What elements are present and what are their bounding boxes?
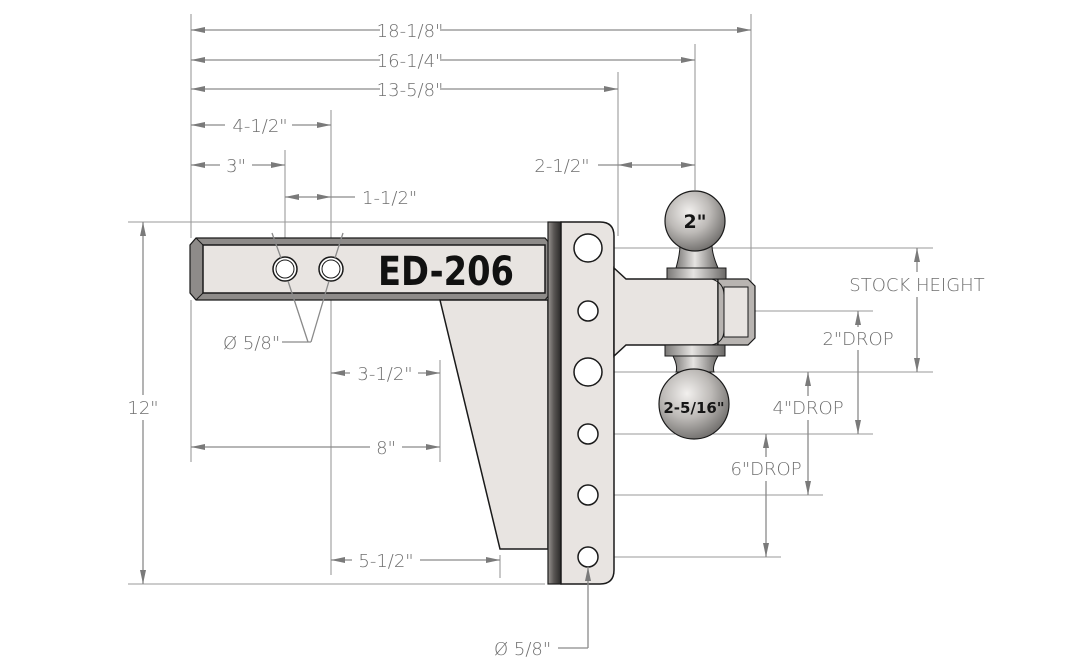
ball-2-5-16-inch: 2-5/16": [658, 344, 730, 440]
mount-hole-6: [577, 546, 599, 568]
dim-shank-exposed: 3-1/2": [331, 364, 440, 385]
svg-text:12": 12": [127, 398, 158, 419]
model-number: ED-206: [378, 249, 514, 295]
drop-mount-plate: [547, 221, 615, 585]
dim-shank-hole-diameter: Ø 5/8": [223, 280, 330, 354]
svg-text:4"DROP: 4"DROP: [772, 398, 843, 419]
dim-hole-1-position: 3": [191, 156, 285, 177]
gusset-plate: [439, 299, 549, 550]
mount-hole-2: [577, 300, 599, 322]
svg-text:18-1/8": 18-1/8": [377, 21, 444, 42]
dim-mount-offset: 2-1/2": [534, 156, 695, 177]
dim-length-to-ball: 16-1/4": [191, 51, 695, 72]
svg-text:1-1/2": 1-1/2": [362, 188, 417, 209]
dim-gusset-offset: 5-1/2": [331, 551, 500, 572]
dim-drop-4: 4"DROP: [772, 372, 844, 495]
svg-text:13-5/8": 13-5/8": [377, 80, 444, 101]
bottom-ball-size: 2-5/16": [663, 399, 724, 417]
dim-drop-6: 6"DROP: [730, 434, 802, 557]
svg-text:4-1/2": 4-1/2": [232, 116, 287, 137]
dim-overall-height: 12": [127, 222, 159, 584]
receiver-shank: ED-206: [189, 237, 552, 301]
dim-drop-2: 2"DROP: [822, 311, 894, 434]
ball-platform: [613, 266, 756, 358]
svg-text:6"DROP: 6"DROP: [730, 459, 801, 480]
dim-mount-hole-diameter: Ø 5/8": [494, 567, 591, 660]
dim-overall-length: 18-1/8": [191, 21, 751, 42]
svg-text:2-1/2": 2-1/2": [534, 156, 589, 177]
svg-text:3": 3": [226, 156, 246, 177]
dim-hole-spacing: 1-1/2": [285, 188, 417, 209]
dim-length-to-mount: 13-5/8": [191, 80, 618, 101]
mount-hole-4: [577, 423, 599, 445]
dim-shank-length: 8": [191, 438, 440, 459]
dim-hole-2-position: 4-1/2": [191, 116, 331, 137]
svg-text:Ø 5/8": Ø 5/8": [223, 333, 280, 354]
mount-hole-3: [573, 357, 603, 387]
svg-text:Ø 5/8": Ø 5/8": [494, 639, 551, 660]
svg-text:2"DROP: 2"DROP: [822, 329, 893, 350]
svg-text:STOCK HEIGHT: STOCK HEIGHT: [849, 275, 984, 296]
svg-text:3-1/2": 3-1/2": [357, 364, 412, 385]
mount-hole-5: [577, 484, 599, 506]
dim-stock-height: STOCK HEIGHT: [849, 248, 985, 372]
svg-text:5-1/2": 5-1/2": [358, 551, 413, 572]
svg-text:16-1/4": 16-1/4": [377, 51, 444, 72]
top-ball-size: 2": [683, 211, 706, 233]
ball-2-inch: 2": [664, 190, 727, 280]
mount-hole-1: [573, 233, 603, 263]
svg-text:8": 8": [376, 438, 396, 459]
